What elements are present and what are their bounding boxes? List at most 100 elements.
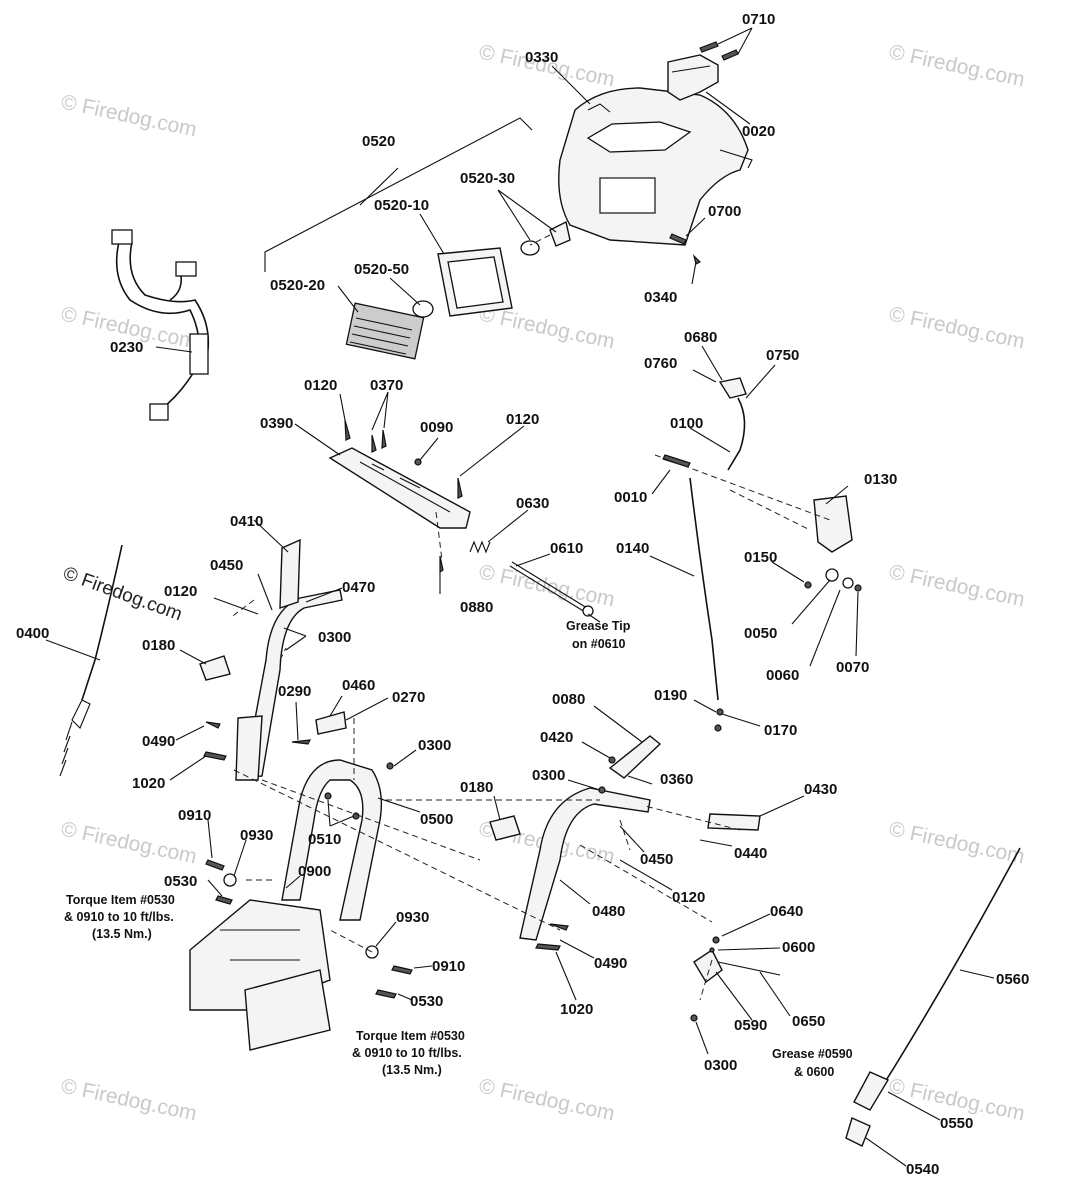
- bolt-0490: [549, 923, 569, 931]
- washer-0930: [223, 873, 237, 887]
- part-label: 0460: [342, 677, 375, 694]
- cable-0560: [845, 847, 1021, 1147]
- part-label: 0510: [308, 831, 341, 848]
- grease-note: Grease #0590: [772, 1047, 853, 1061]
- part-label: 0930: [396, 909, 429, 926]
- torque-note: & 0910 to 10 ft/lbs.: [352, 1046, 462, 1060]
- grip-0430: [707, 813, 761, 831]
- spring-0630: [469, 540, 491, 554]
- part-label: 0910: [432, 958, 465, 975]
- part-label: 0530: [164, 873, 197, 890]
- bolt-1020: [203, 751, 227, 761]
- bushing-0050: [825, 568, 839, 582]
- part-label: 0300: [704, 1057, 737, 1074]
- part-label: 0010: [614, 489, 647, 506]
- grease-tip-note: on #0610: [572, 637, 626, 651]
- bracket-0020: [667, 54, 719, 101]
- part-label: 0520-20: [270, 277, 325, 294]
- part-label: 1020: [132, 775, 165, 792]
- part-label: 0120: [304, 377, 337, 394]
- screw-0340: [692, 254, 702, 265]
- clip-0190: [714, 724, 722, 732]
- part-label: 0390: [260, 415, 293, 432]
- washer-0060: [842, 577, 854, 589]
- part-label: 0420: [540, 729, 573, 746]
- part-label: 0470: [342, 579, 375, 596]
- nut-0510: [324, 792, 332, 800]
- part-label: 0530: [410, 993, 443, 1010]
- torque-note: Torque Item #0530: [66, 893, 175, 907]
- torque-note: (13.5 Nm.): [382, 1063, 442, 1077]
- cable-0400: [59, 544, 123, 777]
- part-label: 0500: [420, 811, 453, 828]
- part-label: 0100: [670, 415, 703, 432]
- grease-note: & 0600: [794, 1065, 834, 1079]
- part-label: 0710: [742, 11, 775, 28]
- part-label: 0680: [684, 329, 717, 346]
- notes: Grease Tip on #0610 Torque Item #0530 & …: [64, 619, 853, 1079]
- part-label: 0430: [804, 781, 837, 798]
- torque-note: (13.5 Nm.): [92, 927, 152, 941]
- torque-note: & 0910 to 10 ft/lbs.: [64, 910, 174, 924]
- part-label: 0130: [864, 471, 897, 488]
- part-label: 0650: [792, 1013, 825, 1030]
- part-label: 0520-10: [374, 197, 429, 214]
- part-label: 0230: [110, 339, 143, 356]
- watermark: © Firedog.com: [59, 1074, 199, 1125]
- part-label: 0340: [644, 289, 677, 306]
- part-label: 0590: [734, 1017, 767, 1034]
- nut-0070: [854, 584, 862, 592]
- grip-0410: [279, 538, 301, 609]
- part-label: 0360: [660, 771, 693, 788]
- nut-0300: [386, 762, 394, 770]
- part-label: 0520-30: [460, 170, 515, 187]
- screw-0120: [344, 419, 351, 441]
- clip-0640: [712, 936, 720, 944]
- part-label: 0550: [940, 1115, 973, 1132]
- part-label: 0910: [178, 807, 211, 824]
- screw-0370: [371, 434, 377, 453]
- part-label: 0480: [592, 903, 625, 920]
- part-label: 0180: [142, 637, 175, 654]
- part-label: 0880: [460, 599, 493, 616]
- nut-0420: [608, 756, 616, 764]
- part-label: 0700: [708, 203, 741, 220]
- part-label: 0270: [392, 689, 425, 706]
- watermark: © Firedog.com: [887, 560, 1027, 611]
- bolt-0490: [205, 721, 221, 729]
- screw-0710: [721, 49, 739, 61]
- watermark: © Firedog.com: [59, 90, 199, 141]
- part-label: 0180: [460, 779, 493, 796]
- part-label: 0520-50: [354, 261, 409, 278]
- part-label: 0900: [298, 863, 331, 880]
- part-label: 1020: [560, 1001, 593, 1018]
- nut-0090: [414, 458, 422, 466]
- dash-panel-0330: [558, 87, 753, 246]
- part-label: 0330: [525, 49, 558, 66]
- lever-0590: [693, 948, 723, 984]
- part-label: 0930: [240, 827, 273, 844]
- wire-harness-0230: [111, 229, 210, 421]
- rod-end-0610: [582, 605, 594, 617]
- bolt-0010: [662, 454, 691, 468]
- part-label: 0050: [744, 625, 777, 642]
- frame-plates: [189, 899, 331, 1051]
- part-label: 0400: [16, 625, 49, 642]
- shift-lever-0100: [727, 397, 746, 471]
- torque-note: Torque Item #0530: [356, 1029, 465, 1043]
- bolt-0910: [205, 859, 225, 871]
- watermark: © Firedog.com: [59, 817, 199, 868]
- part-label: 0060: [766, 667, 799, 684]
- part-label: 0300: [318, 629, 351, 646]
- part-label: 0290: [278, 683, 311, 700]
- bolt-0290: [291, 739, 312, 745]
- part-label: 0760: [644, 355, 677, 372]
- part-label: 0630: [516, 495, 549, 512]
- bolt-0530: [375, 989, 397, 999]
- screw-0370: [381, 429, 387, 449]
- part-label: 0120: [506, 411, 539, 428]
- watermark: © Firedog.com: [477, 1074, 617, 1125]
- pin-0600: [709, 947, 715, 953]
- part-label: 0450: [640, 851, 673, 868]
